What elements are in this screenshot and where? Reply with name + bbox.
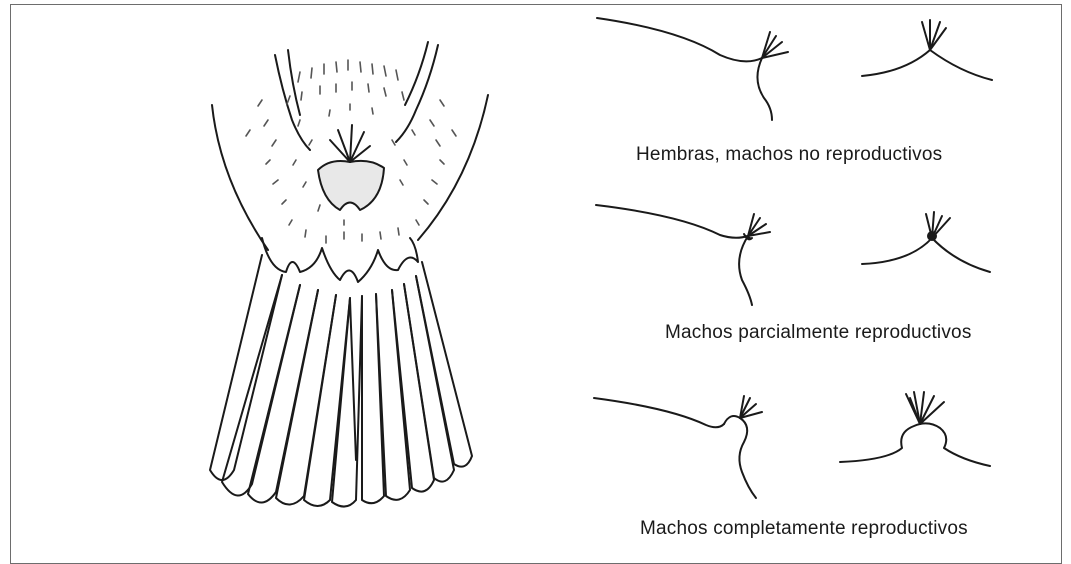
bird-vent-illustration [210,42,488,507]
profile-female-rear [862,20,992,80]
profile-full-side [594,396,762,498]
caption-males-full: Machos completamente reproductivos [640,518,968,540]
illustration-canvas [0,0,1071,550]
profile-female-side [597,18,788,120]
profile-partial-rear [862,212,990,272]
caption-males-partial: Machos parcialmente reproductivos [665,322,972,344]
caption-females-nonbreeding: Hembras, machos no reproductivos [636,144,942,166]
profile-full-rear [840,392,990,466]
profile-partial-side [596,205,770,305]
